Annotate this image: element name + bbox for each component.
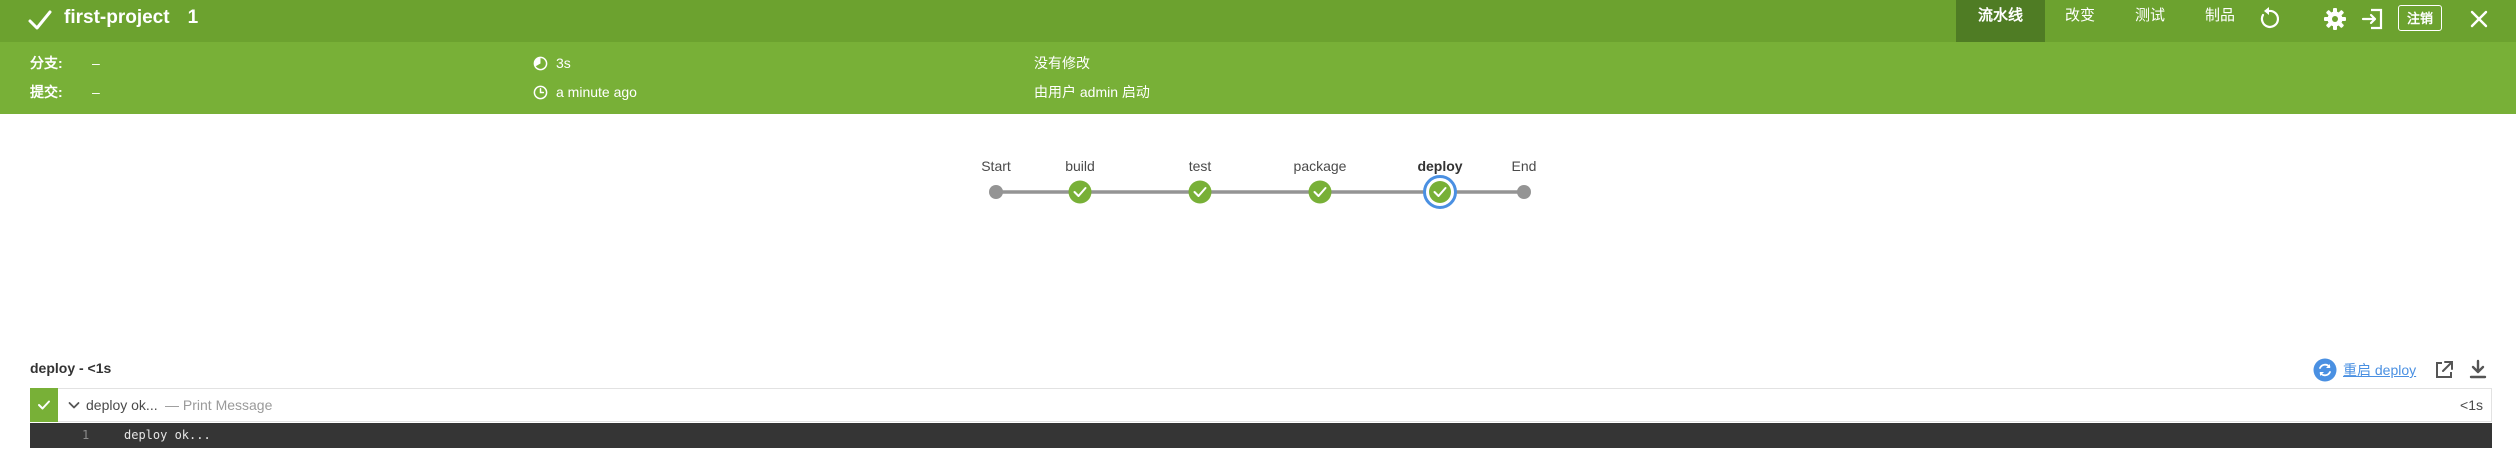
step-name: deploy ok... bbox=[86, 397, 158, 413]
restart-icon bbox=[2313, 358, 2337, 382]
stage-node-package[interactable] bbox=[1308, 180, 1332, 204]
check-icon bbox=[1193, 187, 1207, 197]
step-duration: <1s bbox=[2460, 397, 2483, 413]
commit-value: – bbox=[92, 84, 100, 100]
run-tabs: 流水线 改变 测试 制品 bbox=[1956, 0, 2255, 42]
duration-value: 3s bbox=[556, 55, 571, 71]
step-description: — Print Message bbox=[165, 397, 273, 413]
log-line-number[interactable]: 1 bbox=[82, 428, 90, 442]
stage-label-start: Start bbox=[981, 158, 1011, 174]
stage-label-test[interactable]: test bbox=[1188, 158, 1212, 174]
commit-label: 提交: bbox=[30, 84, 63, 100]
pipeline-graph: Start build test package deploy End bbox=[960, 150, 1560, 220]
branch-label: 分支: bbox=[30, 55, 63, 71]
stage-node-start[interactable] bbox=[989, 185, 1003, 199]
run-summary: 分支: – 提交: – 3s a minute ago 没有修改 由用户 adm… bbox=[0, 42, 2516, 114]
stage-label-deploy[interactable]: deploy bbox=[1417, 158, 1463, 174]
tab-tests[interactable]: 测试 bbox=[2135, 7, 2166, 24]
download-icon[interactable] bbox=[2466, 358, 2490, 382]
project-name[interactable]: first-project bbox=[64, 7, 170, 28]
branch-value: – bbox=[92, 55, 100, 71]
stage-node-deploy[interactable] bbox=[1423, 175, 1457, 209]
step-row[interactable]: deploy ok... — Print Message <1s bbox=[30, 388, 2492, 422]
pipeline-svg bbox=[989, 175, 1531, 209]
logout-button[interactable]: 注销 bbox=[2398, 5, 2443, 31]
chevron-down-icon[interactable] bbox=[66, 397, 82, 413]
open-external-icon[interactable] bbox=[2432, 358, 2456, 382]
started-by: 由用户 admin 启动 bbox=[1034, 84, 1150, 100]
run-title: first-project 1 bbox=[64, 5, 198, 31]
step-status-success bbox=[30, 388, 58, 422]
stage-node-end[interactable] bbox=[1517, 185, 1531, 199]
tab-artifacts[interactable]: 制品 bbox=[2205, 7, 2236, 24]
restart-label: 重启 deploy bbox=[2343, 362, 2417, 378]
run-number: 1 bbox=[187, 7, 199, 28]
step-log: 1 deploy ok... bbox=[30, 423, 2492, 448]
stage-node-build[interactable] bbox=[1068, 180, 1092, 204]
restart-stage-link[interactable]: 重启 deploy bbox=[2313, 357, 2416, 383]
changes-text: 没有修改 bbox=[1034, 55, 1090, 71]
check-icon bbox=[28, 10, 52, 30]
gear-icon[interactable] bbox=[2322, 6, 2348, 32]
exit-icon[interactable] bbox=[2360, 6, 2386, 32]
clock-icon bbox=[533, 85, 548, 100]
tab-changes[interactable]: 改变 bbox=[2065, 7, 2096, 24]
stage-label-end: End bbox=[1511, 158, 1537, 174]
log-line-text: deploy ok... bbox=[124, 428, 211, 442]
replay-icon[interactable] bbox=[2256, 6, 2282, 32]
tab-pipeline[interactable]: 流水线 bbox=[1956, 0, 2046, 42]
check-icon bbox=[1433, 187, 1447, 197]
check-icon bbox=[1073, 187, 1087, 197]
duration-icon bbox=[533, 56, 548, 71]
stage-node-test[interactable] bbox=[1188, 180, 1212, 204]
check-icon bbox=[1313, 187, 1327, 197]
close-icon[interactable] bbox=[2466, 6, 2492, 32]
stage-label-build[interactable]: build bbox=[1065, 158, 1095, 174]
stage-label-package[interactable]: package bbox=[1293, 158, 1347, 174]
stage-detail-title: deploy - <1s bbox=[30, 360, 112, 376]
run-header: first-project 1 流水线 改变 测试 制品 注销 bbox=[0, 0, 2516, 42]
check-icon bbox=[38, 400, 50, 410]
time-ago: a minute ago bbox=[556, 84, 637, 100]
